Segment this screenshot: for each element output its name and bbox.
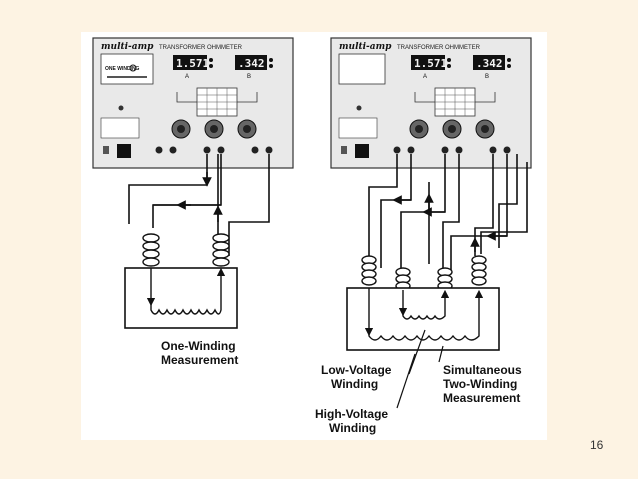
label-high-voltage: High-Voltage Winding — [315, 407, 391, 435]
left-brand: multi-amp — [101, 42, 154, 52]
left-indicator-panel — [100, 53, 154, 85]
diagram-figure: multi-amp TRANSFORMER OHMMETER ONE WINDI… — [81, 32, 547, 440]
left-title: TRANSFORMER OHMMETER — [159, 45, 243, 51]
left-display-b — [235, 55, 267, 70]
right-display-a — [411, 55, 445, 70]
svg-text:1.571: 1.571 — [414, 57, 447, 70]
right-title: TRANSFORMER OHMMETER — [397, 45, 481, 51]
slide-number: 16 — [590, 438, 604, 452]
left-channel-b: B — [247, 74, 251, 80]
left-indicator-lamp-icon — [129, 64, 137, 72]
svg-text:.342: .342 — [238, 57, 265, 70]
left-power-socket[interactable] — [117, 144, 131, 158]
left-indicator-label: ONE WINDING — [105, 66, 140, 72]
right-power-socket[interactable] — [355, 144, 369, 158]
left-channel-a: A — [185, 74, 189, 80]
label-simultaneous: Simultaneous Two-Winding Measurement — [443, 363, 525, 405]
svg-text:.342: .342 — [476, 57, 503, 70]
left-ohmmeter: multi-amp TRANSFORMER OHMMETER ONE WINDI… — [92, 37, 294, 169]
right-wiring — [368, 154, 528, 270]
right-brand: multi-amp — [339, 42, 392, 52]
right-ohmmeter: multi-amp TRANSFORMER OHMMETER 1.571 A .… — [330, 37, 532, 169]
wiring-diagram: multi-amp TRANSFORMER OHMMETER ONE WINDI… — [92, 37, 532, 435]
left-display-a — [173, 55, 207, 70]
right-transformer — [346, 255, 500, 351]
right-channel-b: B — [485, 74, 489, 80]
label-low-voltage: Low-Voltage Winding — [321, 363, 395, 391]
right-channel-a: A — [423, 74, 427, 80]
label-leaders — [396, 329, 444, 409]
left-terminals — [155, 146, 273, 154]
svg-text:1.571: 1.571 — [176, 57, 209, 70]
left-transformer — [124, 233, 238, 329]
right-display-b — [473, 55, 505, 70]
label-one-winding: One-Winding Measurement — [161, 339, 239, 367]
right-terminals — [393, 146, 511, 154]
